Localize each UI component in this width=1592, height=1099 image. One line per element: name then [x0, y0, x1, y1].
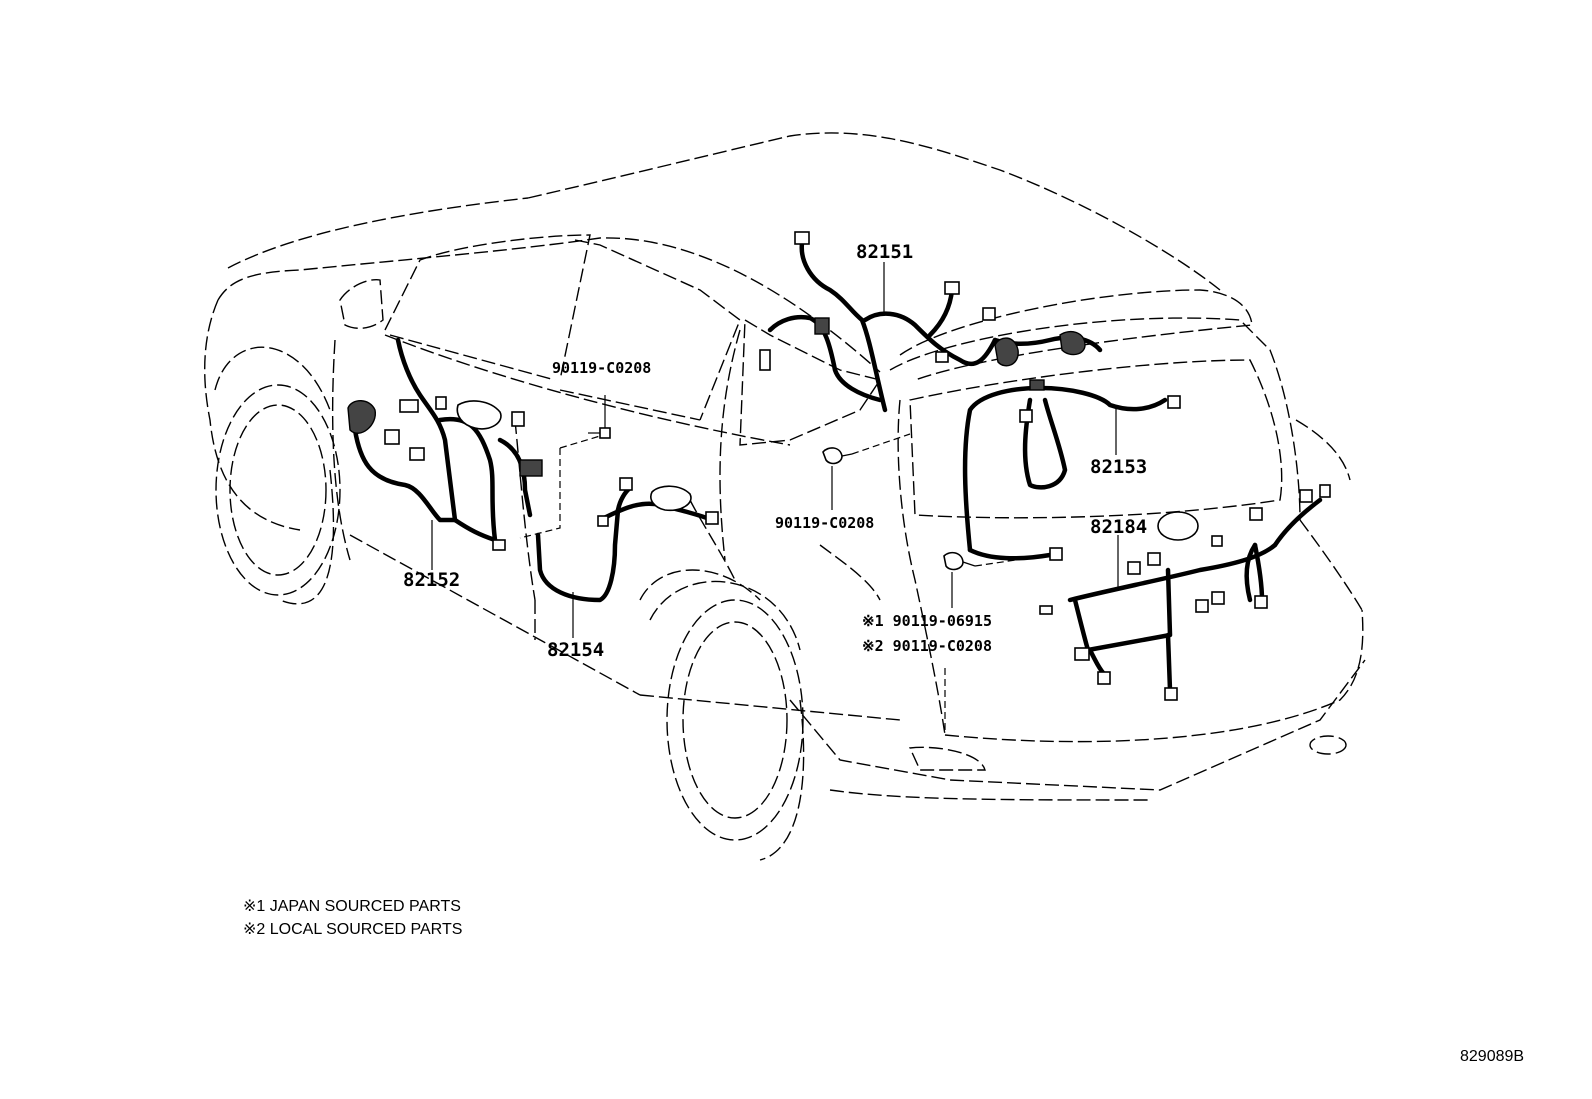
footnote-japan-sourced: ※1 JAPAN SOURCED PARTS: [243, 898, 461, 915]
bolt-label-front-door: 90119-C0208: [552, 359, 651, 377]
vehicle-body-outline: [204, 132, 1366, 861]
bolt-label-tailgate-2: ※2 90119-C0208: [862, 637, 992, 655]
diagram-id: 829089B: [1460, 1048, 1524, 1065]
harness-82153: [962, 379, 1181, 561]
bolt-tailgate: [943, 551, 976, 608]
bolt-leader-tailgate: [974, 554, 1051, 567]
part-label-82151: 82151: [856, 241, 913, 263]
bolt-label-tailgate-1: ※1 90119-06915: [862, 612, 992, 630]
bolt-front-door: [588, 395, 611, 439]
part-label-82154: 82154: [547, 639, 604, 661]
part-label-82152: 82152: [403, 569, 460, 591]
harness-82152: [347, 337, 543, 551]
part-label-82153: 82153: [1090, 456, 1147, 478]
footnote-local-sourced: ※2 LOCAL SOURCED PARTS: [243, 921, 462, 938]
harness-82154: [535, 477, 719, 603]
bolt-label-rear-pillar: 90119-C0208: [775, 514, 874, 532]
bolt-rear-pillar: [822, 447, 853, 510]
harness-82151: [759, 231, 1103, 413]
bolt-leader-rear: [851, 433, 911, 455]
harness-82184: [1039, 484, 1331, 701]
part-label-82184: 82184: [1090, 516, 1147, 538]
bolt-leader-front: [519, 435, 601, 539]
